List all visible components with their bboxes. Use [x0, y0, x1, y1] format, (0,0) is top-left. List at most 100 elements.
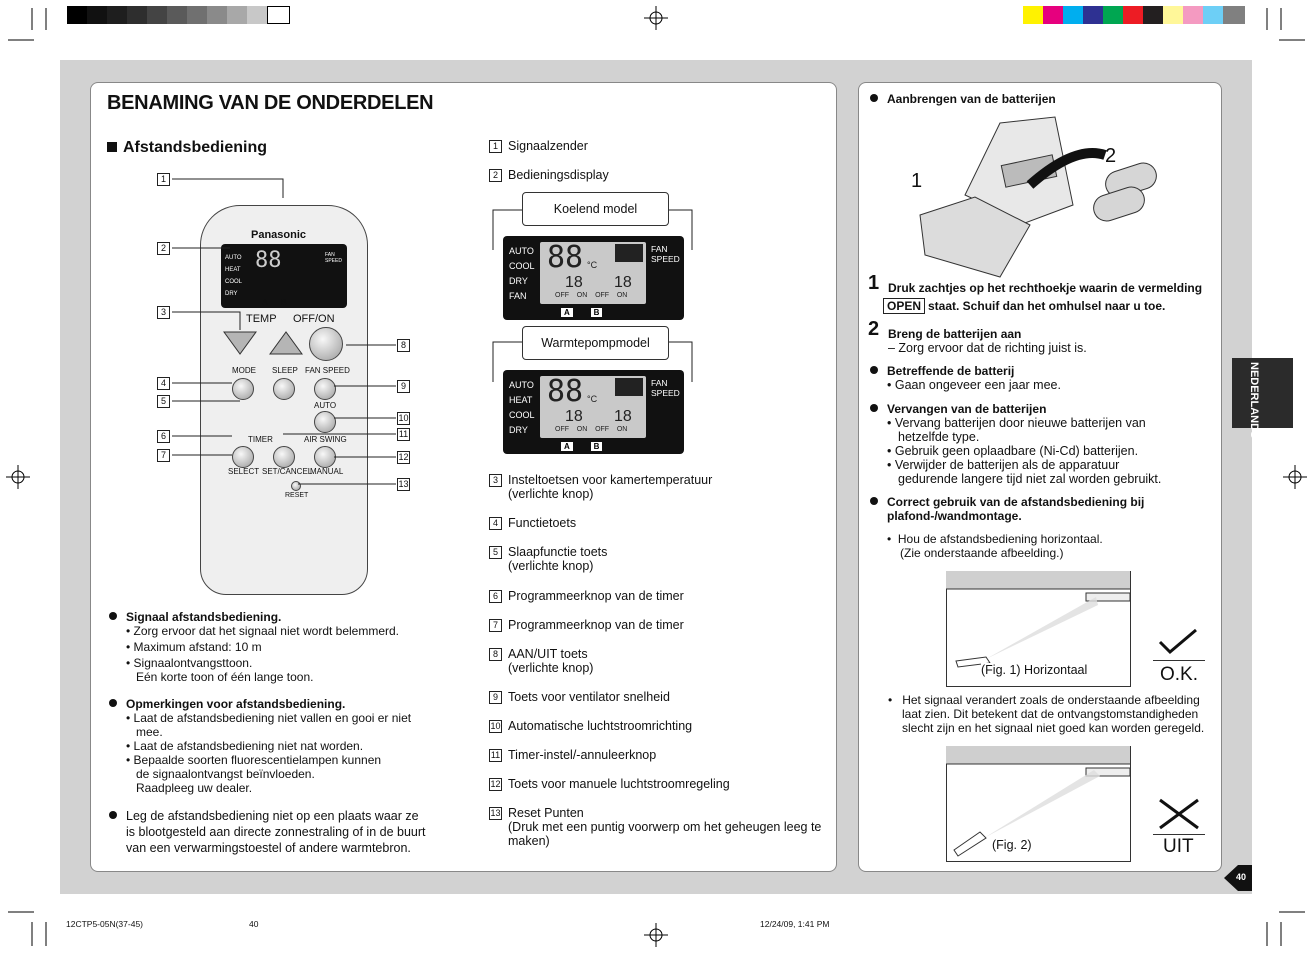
sleep-button[interactable]	[273, 378, 295, 400]
heatpump-lcd-offon: OFF ON OFF ON	[555, 426, 628, 433]
reset-button[interactable]	[291, 481, 301, 491]
page-number: 40	[1236, 872, 1247, 882]
callout-11: 11	[397, 428, 410, 441]
callout-12: 12	[397, 451, 410, 464]
cooling-lcd-temp: 88	[547, 240, 584, 275]
select-button[interactable]	[232, 446, 254, 468]
step2-text: – Zorg ervoor dat de richting juist is.	[888, 341, 1087, 355]
heatpump-lcd-temp: 88	[547, 374, 584, 409]
model-brackets	[492, 209, 693, 382]
remote-timer-label: TIMER	[248, 435, 273, 444]
checkmark-icon	[1158, 628, 1197, 655]
callout-4: 4	[157, 377, 170, 390]
footer-date: 12/24/09, 1:41 PM	[760, 919, 830, 929]
heatpump-lcd-unit: °C	[587, 394, 598, 404]
callout-13: 13	[397, 478, 410, 491]
callout-2: 2	[157, 242, 170, 255]
correct-use: Correct gebruik van de afstandsbediening…	[870, 495, 1144, 560]
callout-8: 8	[397, 339, 410, 352]
cooling-lcd-offon: OFF ON OFF ON	[555, 292, 628, 299]
placement-note: Leg de afstandsbediening niet op een pla…	[109, 808, 426, 856]
remote-reset-label: RESET	[285, 492, 309, 499]
heatpump-model-label: Warmtepompmodel	[522, 326, 669, 360]
cooling-lcd-ab: A B	[561, 308, 603, 317]
callout-3: 3	[157, 306, 170, 319]
battery-replace: Vervangen van de batterijen • Vervang ba…	[870, 402, 1161, 486]
remote-fanspeed-label: FAN SPEED	[305, 366, 350, 375]
cooling-model-label: Koelend model	[522, 192, 669, 226]
fig-label-2: 2	[1105, 145, 1117, 167]
mode-button[interactable]	[232, 378, 254, 400]
setcancel-button[interactable]	[273, 446, 295, 468]
heatpump-lcd-time2: 18	[614, 408, 632, 425]
language-tab-label: NEDERLANDS	[1248, 362, 1260, 439]
batteries-heading: Aanbrengen van de batterijen	[870, 92, 1056, 106]
remote-ab-labels: A B	[262, 298, 287, 307]
uit-label: UIT	[1163, 836, 1194, 857]
heatpump-lcd-time1: 18	[565, 408, 583, 425]
fig1-drawing	[946, 571, 1130, 668]
heatpump-lcd-fan: FAN SPEED	[651, 378, 680, 398]
remote-airswing-label: AIR SWING	[304, 435, 347, 444]
heatpump-lcd-ab: A B	[561, 442, 603, 451]
battery-illustration	[919, 116, 1157, 278]
remote-auto-label: AUTO	[314, 401, 337, 410]
page-number-badge	[1224, 865, 1252, 891]
callout-lines	[172, 178, 396, 485]
callout-6: 6	[157, 430, 170, 443]
remote-mode-label: MODE	[232, 366, 256, 375]
callout-1: 1	[157, 173, 170, 186]
step1-text: Druk zachtjes op het rechthoekje waarin …	[888, 281, 1203, 295]
cross-icon	[1159, 798, 1199, 830]
remarks-note: Opmerkingen voor afstandsbediening. • La…	[109, 697, 411, 795]
step1-number: 1	[868, 272, 880, 294]
fig-label-1: 1	[911, 170, 923, 192]
remote-brand: Panasonic	[251, 229, 307, 241]
cooling-lcd-fan: FAN SPEED	[651, 244, 680, 264]
battery-concern: Betreffende de batterij • Gaan ongeveer …	[870, 364, 1061, 392]
remote-lcd-fan: FAN SPEED	[325, 252, 342, 264]
step2-title: Breng de batterijen aan	[888, 327, 1022, 341]
step2-number: 2	[868, 318, 880, 340]
fanspeed-button[interactable]	[314, 378, 336, 400]
section-heading-text: Afstandsbediening	[123, 139, 268, 156]
footer-page: 40	[249, 919, 259, 929]
callout-9: 9	[397, 380, 410, 393]
fig2-drawing	[946, 746, 1130, 857]
callout-5: 5	[157, 395, 170, 408]
open-tag: OPEN	[883, 298, 926, 314]
temp-buttons[interactable]	[222, 326, 306, 358]
auto-button[interactable]	[314, 411, 336, 433]
remote-manual-label: MANUAL	[310, 467, 344, 476]
section-heading: Afstandsbediening	[107, 139, 267, 157]
signal-change-note: • Het signaal verandert zoals de onderst…	[888, 693, 1205, 735]
remote-select-label: SELECT	[228, 467, 260, 476]
fig1-caption: (Fig. 1) Horizontaal	[981, 663, 1088, 677]
remote-setcancel-label: SET/CANCEL	[262, 467, 313, 476]
remote-lcd-digits: 88	[255, 248, 282, 273]
ok-label: O.K.	[1160, 664, 1199, 685]
callout-10: 10	[397, 412, 410, 425]
remote-temp-label: TEMP	[246, 313, 277, 325]
page-title: BENAMING VAN DE ONDERDELEN	[107, 92, 434, 114]
offon-button[interactable]	[309, 327, 343, 361]
